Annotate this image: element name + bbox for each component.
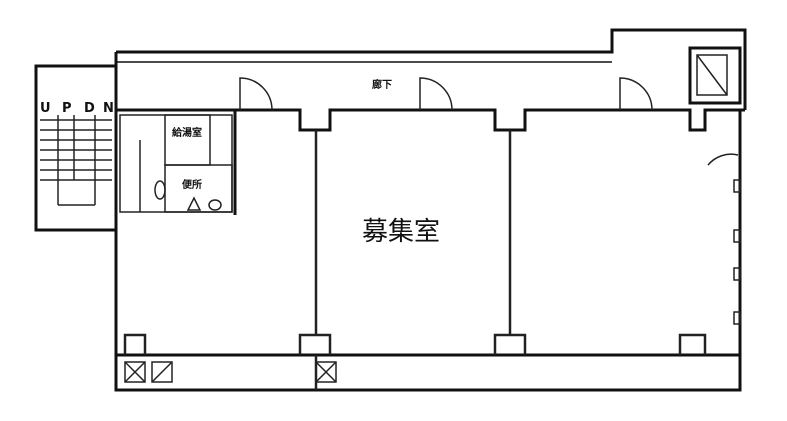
- stairwell: U P D N: [34, 64, 118, 232]
- elevator: [688, 46, 742, 105]
- doors: [239, 77, 739, 166]
- stair-label-u: U: [40, 101, 51, 116]
- core-rooms: [119, 114, 233, 213]
- outer-walls: [114, 28, 747, 392]
- kitchenette-label: 給湯室: [172, 126, 202, 139]
- window-marks: [733, 179, 741, 325]
- room-dividers: [123, 130, 707, 390]
- stair-label-p: P: [62, 101, 72, 116]
- duct-boxes: [124, 361, 337, 383]
- corridor-label: 廊下: [372, 78, 392, 91]
- stair-label-d: D: [84, 101, 95, 116]
- main-room-label: 募集室: [362, 217, 440, 247]
- stair-label-n: N: [103, 101, 114, 116]
- toilet-label: 便所: [182, 178, 202, 191]
